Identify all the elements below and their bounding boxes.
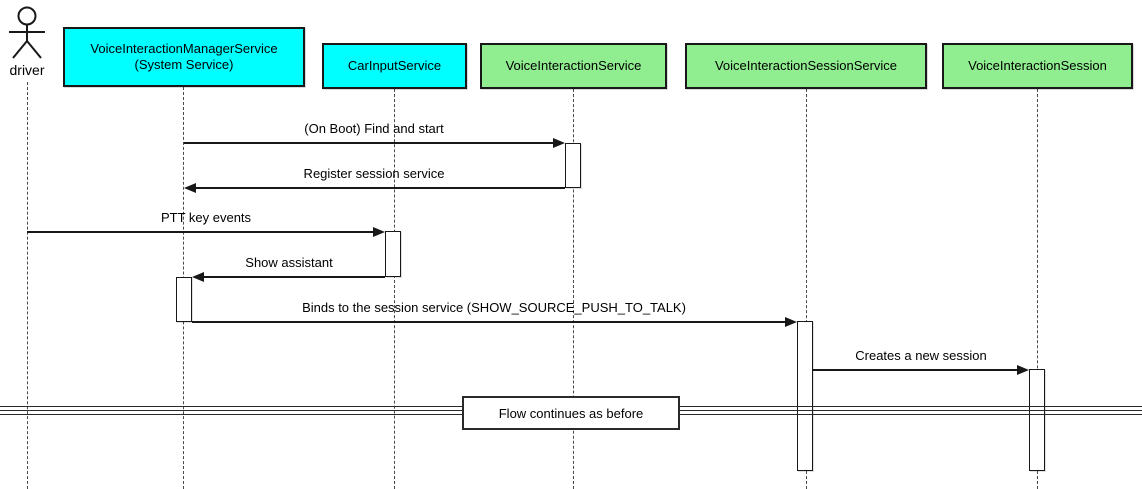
- arrowhead-right-icon: [1017, 365, 1029, 375]
- participant-label: CarInputService: [347, 58, 442, 73]
- participant-label: VoiceInteractionSessionService: [714, 58, 898, 73]
- arrowhead-right-icon: [553, 138, 565, 148]
- message-label-ptt-key-events: PTT key events: [160, 210, 252, 225]
- divider-label: Flow continues as before: [498, 405, 644, 421]
- message-line-ptt-key-events: [27, 231, 374, 233]
- activation-voiceinteractionmanagerservice: [176, 277, 192, 322]
- lifeline-carinputservice: [394, 89, 395, 489]
- participant-voiceinteractionservice: VoiceInteractionService: [480, 43, 667, 89]
- lifeline-voiceinteractionsessionservice: [806, 89, 807, 489]
- activation-voiceinteractionsessionservice: [797, 321, 813, 471]
- arrowhead-left-icon: [184, 183, 196, 193]
- actor-driver-label: driver: [9, 62, 45, 78]
- arrowhead-right-icon: [785, 317, 797, 327]
- participant-carinputservice: CarInputService: [322, 43, 467, 89]
- arrowhead-right-icon: [373, 227, 385, 237]
- lifeline-voiceinteractionsession: [1037, 89, 1038, 489]
- message-label-binds-to-session-service: Binds to the session service (SHOW_SOURC…: [302, 300, 686, 315]
- participant-voiceinteractionmanagerservice: VoiceInteractionManagerService (System S…: [63, 27, 305, 87]
- activation-voiceinteractionsession: [1029, 369, 1045, 471]
- lifeline-voiceinteractionservice: [573, 89, 574, 489]
- message-label-show-assistant: Show assistant: [245, 255, 333, 270]
- participant-label: VoiceInteractionSession: [968, 58, 1107, 73]
- message-line-find-and-start: [184, 142, 554, 144]
- lifeline-driver: [27, 82, 28, 489]
- message-label-find-and-start: (On Boot) Find and start: [304, 121, 444, 136]
- activation-carinputservice: [385, 231, 401, 277]
- participant-sublabel: (System Service): [134, 57, 234, 72]
- participant-label: VoiceInteractionManagerService: [90, 41, 278, 56]
- message-line-show-assistant: [203, 276, 385, 278]
- message-line-register-session-service: [195, 187, 565, 189]
- message-line-creates-a-new-session: [813, 369, 1018, 371]
- divider-flow-continues: Flow continues as before: [462, 396, 680, 430]
- arrowhead-left-icon: [192, 272, 204, 282]
- message-line-binds-to-session-service: [192, 321, 786, 323]
- participant-label: VoiceInteractionService: [505, 58, 642, 73]
- participant-voiceinteractionsession: VoiceInteractionSession: [942, 43, 1133, 89]
- actor-driver-icon: [9, 6, 45, 59]
- participant-voiceinteractionsessionservice: VoiceInteractionSessionService: [685, 43, 927, 89]
- activation-voiceinteractionservice: [565, 143, 581, 188]
- message-label-register-session-service: Register session service: [303, 166, 445, 181]
- message-label-creates-a-new-session: Creates a new session: [855, 348, 987, 363]
